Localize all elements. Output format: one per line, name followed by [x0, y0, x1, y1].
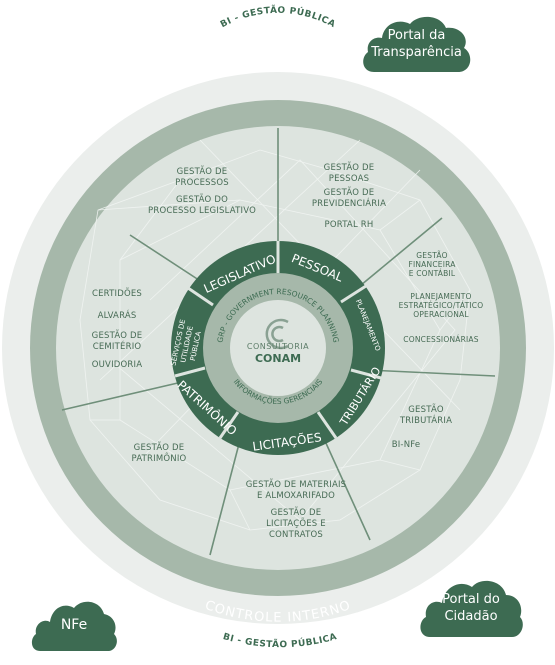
- cloud-line-1: Portal da: [387, 28, 446, 43]
- sector-legislativo-items: GESTÃO DE PROCESSOS GESTÃO DO PROCESSO L…: [148, 166, 256, 216]
- list-item[interactable]: GESTÃO DE MATERIAIS: [246, 479, 347, 490]
- list-item[interactable]: ALVARÁS: [98, 309, 137, 321]
- list-item[interactable]: OUVIDORIA: [92, 360, 143, 370]
- cloud-line-2: Cidadão: [444, 609, 498, 624]
- list-item[interactable]: GESTÃO DE: [177, 166, 228, 177]
- list-item[interactable]: CONCESSIONÁRIAS: [403, 335, 478, 344]
- list-item[interactable]: TRIBUTÁRIA: [399, 414, 452, 426]
- module-separators: [174, 241, 382, 439]
- list-item[interactable]: PLANEJAMENTO: [410, 292, 471, 301]
- list-item[interactable]: FINANCEIRA: [408, 260, 456, 269]
- cloud-icon: [31, 601, 117, 651]
- portal-transparencia-cloud[interactable]: Portal da Transparência: [360, 14, 473, 72]
- list-item[interactable]: CERTIDÕES: [92, 287, 142, 299]
- list-item[interactable]: PESSOAS: [329, 174, 369, 184]
- list-item[interactable]: GESTÃO: [408, 404, 444, 415]
- cloud-icon: [420, 580, 523, 637]
- bi-label-top: BI - GESTÃO PÚBLICA: [219, 5, 337, 30]
- list-item[interactable]: GESTÃO DE: [271, 507, 322, 518]
- cloud-line-1: Portal do: [442, 592, 500, 607]
- svg-text:CONAM: CONAM: [255, 352, 301, 365]
- list-item[interactable]: GESTÃO DE: [134, 442, 185, 453]
- sector-tributario-items: GESTÃO TRIBUTÁRIA BI-NFe: [392, 404, 452, 450]
- list-item[interactable]: GESTÃO DE: [324, 162, 375, 173]
- sector-planejamento-items: GESTÃO FINANCEIRA E CONTÁBIL PLANEJAMENT…: [399, 251, 484, 344]
- list-item[interactable]: ESTRATÉGICO/TÁTICO: [399, 301, 484, 310]
- sector-patrimonio-items: GESTÃO DE PATRIMÔNIO: [132, 442, 187, 464]
- list-item[interactable]: GESTÃO DE: [92, 330, 143, 341]
- conam-logo: CONSULTORIA CONAM: [247, 318, 309, 365]
- list-item[interactable]: BI-NFe: [392, 440, 421, 450]
- list-item[interactable]: E CONTÁBIL: [409, 269, 456, 278]
- sector-pessoal-items: GESTÃO DE PESSOAS GESTÃO DE PREVIDENCIÁR…: [312, 162, 386, 230]
- list-item[interactable]: GESTÃO DO: [176, 194, 228, 205]
- list-item[interactable]: GESTÃO DE: [324, 187, 375, 198]
- conam-logo-icon: [265, 318, 289, 350]
- cloud-line-2: Transparência: [371, 45, 462, 60]
- list-item[interactable]: PORTAL RH: [325, 220, 374, 230]
- list-item[interactable]: GESTÃO: [416, 251, 447, 260]
- svg-text:CONSULTORIA: CONSULTORIA: [247, 342, 309, 351]
- cloud-icon: [363, 16, 471, 72]
- list-item[interactable]: CEMITÉRIO: [93, 340, 142, 352]
- list-item[interactable]: LICITAÇÕES E: [266, 517, 326, 529]
- list-item[interactable]: OPERACIONAL: [413, 310, 469, 319]
- nfe-cloud[interactable]: NFe: [30, 596, 118, 651]
- bi-label-bottom: BI - GESTÃO PÚBLICA: [222, 632, 339, 650]
- list-item[interactable]: PROCESSO LEGISLATIVO: [148, 206, 256, 216]
- list-item[interactable]: CONTRATOS: [269, 530, 323, 540]
- sector-servicos-items: CERTIDÕES ALVARÁS GESTÃO DE CEMITÉRIO OU…: [92, 287, 143, 370]
- list-item[interactable]: PATRIMÔNIO: [132, 452, 187, 464]
- list-item[interactable]: PROCESSOS: [175, 178, 229, 188]
- sector-licitacoes-items: GESTÃO DE MATERIAIS E ALMOXARIFADO GESTÃ…: [246, 479, 347, 540]
- portal-cidadao-cloud[interactable]: Portal do Cidadão: [418, 577, 524, 637]
- cloud-label: NFe: [60, 617, 88, 633]
- list-item[interactable]: PREVIDENCIÁRIA: [312, 197, 386, 209]
- sector-dividers: [61, 128, 496, 556]
- list-item[interactable]: E ALMOXARIFADO: [257, 491, 335, 501]
